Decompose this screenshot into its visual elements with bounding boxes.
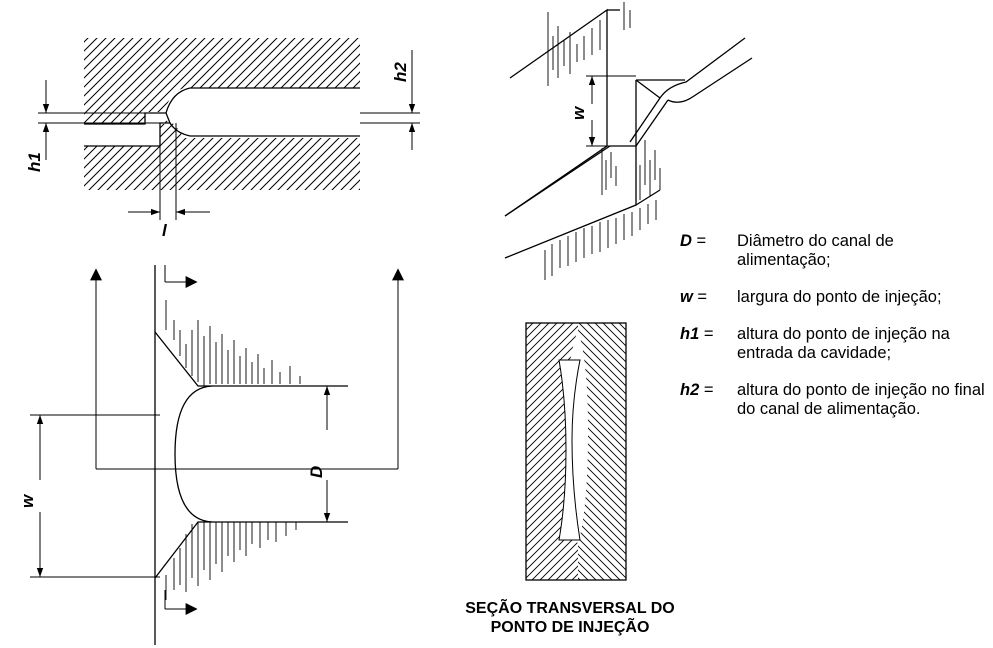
D-dimension xyxy=(323,386,331,522)
side-section-view: h1 h2 l xyxy=(25,38,420,240)
front-view: w D xyxy=(18,265,404,645)
legend-separator: = xyxy=(692,288,708,306)
legend-item-D: D = Diâmetro do canal de alimentação; xyxy=(680,232,985,270)
legend-symbol: h1 xyxy=(680,325,700,343)
legend-item-h2: h2 = altura do ponto de injeção no final… xyxy=(680,381,985,419)
l-dimension xyxy=(128,123,210,220)
w-iso-dimension xyxy=(586,75,636,147)
h2-label: h2 xyxy=(391,62,410,82)
legend-separator: = xyxy=(691,232,707,250)
isometric-view: w xyxy=(504,2,753,280)
h2-dimension xyxy=(360,50,420,150)
caption-line-1: SEÇÃO TRANSVERSAL DO xyxy=(465,600,675,617)
front-hatching xyxy=(165,300,301,600)
iso-outlines xyxy=(504,8,753,259)
h1-label: h1 xyxy=(25,152,44,172)
legend-separator: = xyxy=(699,325,714,343)
legend-description: Diâmetro do canal de alimentação; xyxy=(737,232,894,269)
l-label: l xyxy=(162,221,168,240)
legend-symbol: D xyxy=(680,232,692,250)
legend-symbol: h2 xyxy=(680,381,700,399)
D-label: D xyxy=(307,466,326,478)
legend-description: altura do ponto de injeção na entrada da… xyxy=(737,325,950,362)
upper-mold-hatch xyxy=(84,38,360,124)
legend-item-w: w = largura do ponto de injeção; xyxy=(680,288,985,307)
w-front-dimension xyxy=(30,414,160,578)
front-outlines xyxy=(154,265,348,645)
cross-section-view xyxy=(525,322,627,581)
cross-section-caption: SEÇÃO TRANSVERSAL DO PONTO DE INJEÇÃO xyxy=(420,599,720,637)
legend-separator: = xyxy=(699,381,714,399)
legend-description: altura do ponto de injeção no final do c… xyxy=(737,381,985,418)
caption-line-2: PONTO DE INJEÇÃO xyxy=(490,619,650,636)
legend-description: largura do ponto de injeção; xyxy=(737,288,942,306)
h1-dimension xyxy=(38,80,160,160)
lower-mold-hatch xyxy=(84,118,360,190)
iso-hatching xyxy=(544,2,661,280)
legend-symbol: w xyxy=(680,288,693,306)
section-cut-line xyxy=(90,265,404,615)
runner-channel xyxy=(145,90,360,136)
w-iso-label: w xyxy=(569,105,588,120)
legend: D = Diâmetro do canal de alimentação; w … xyxy=(680,232,985,437)
legend-item-h1: h1 = altura do ponto de injeção na entra… xyxy=(680,325,985,363)
w-front-label: w xyxy=(18,493,37,508)
